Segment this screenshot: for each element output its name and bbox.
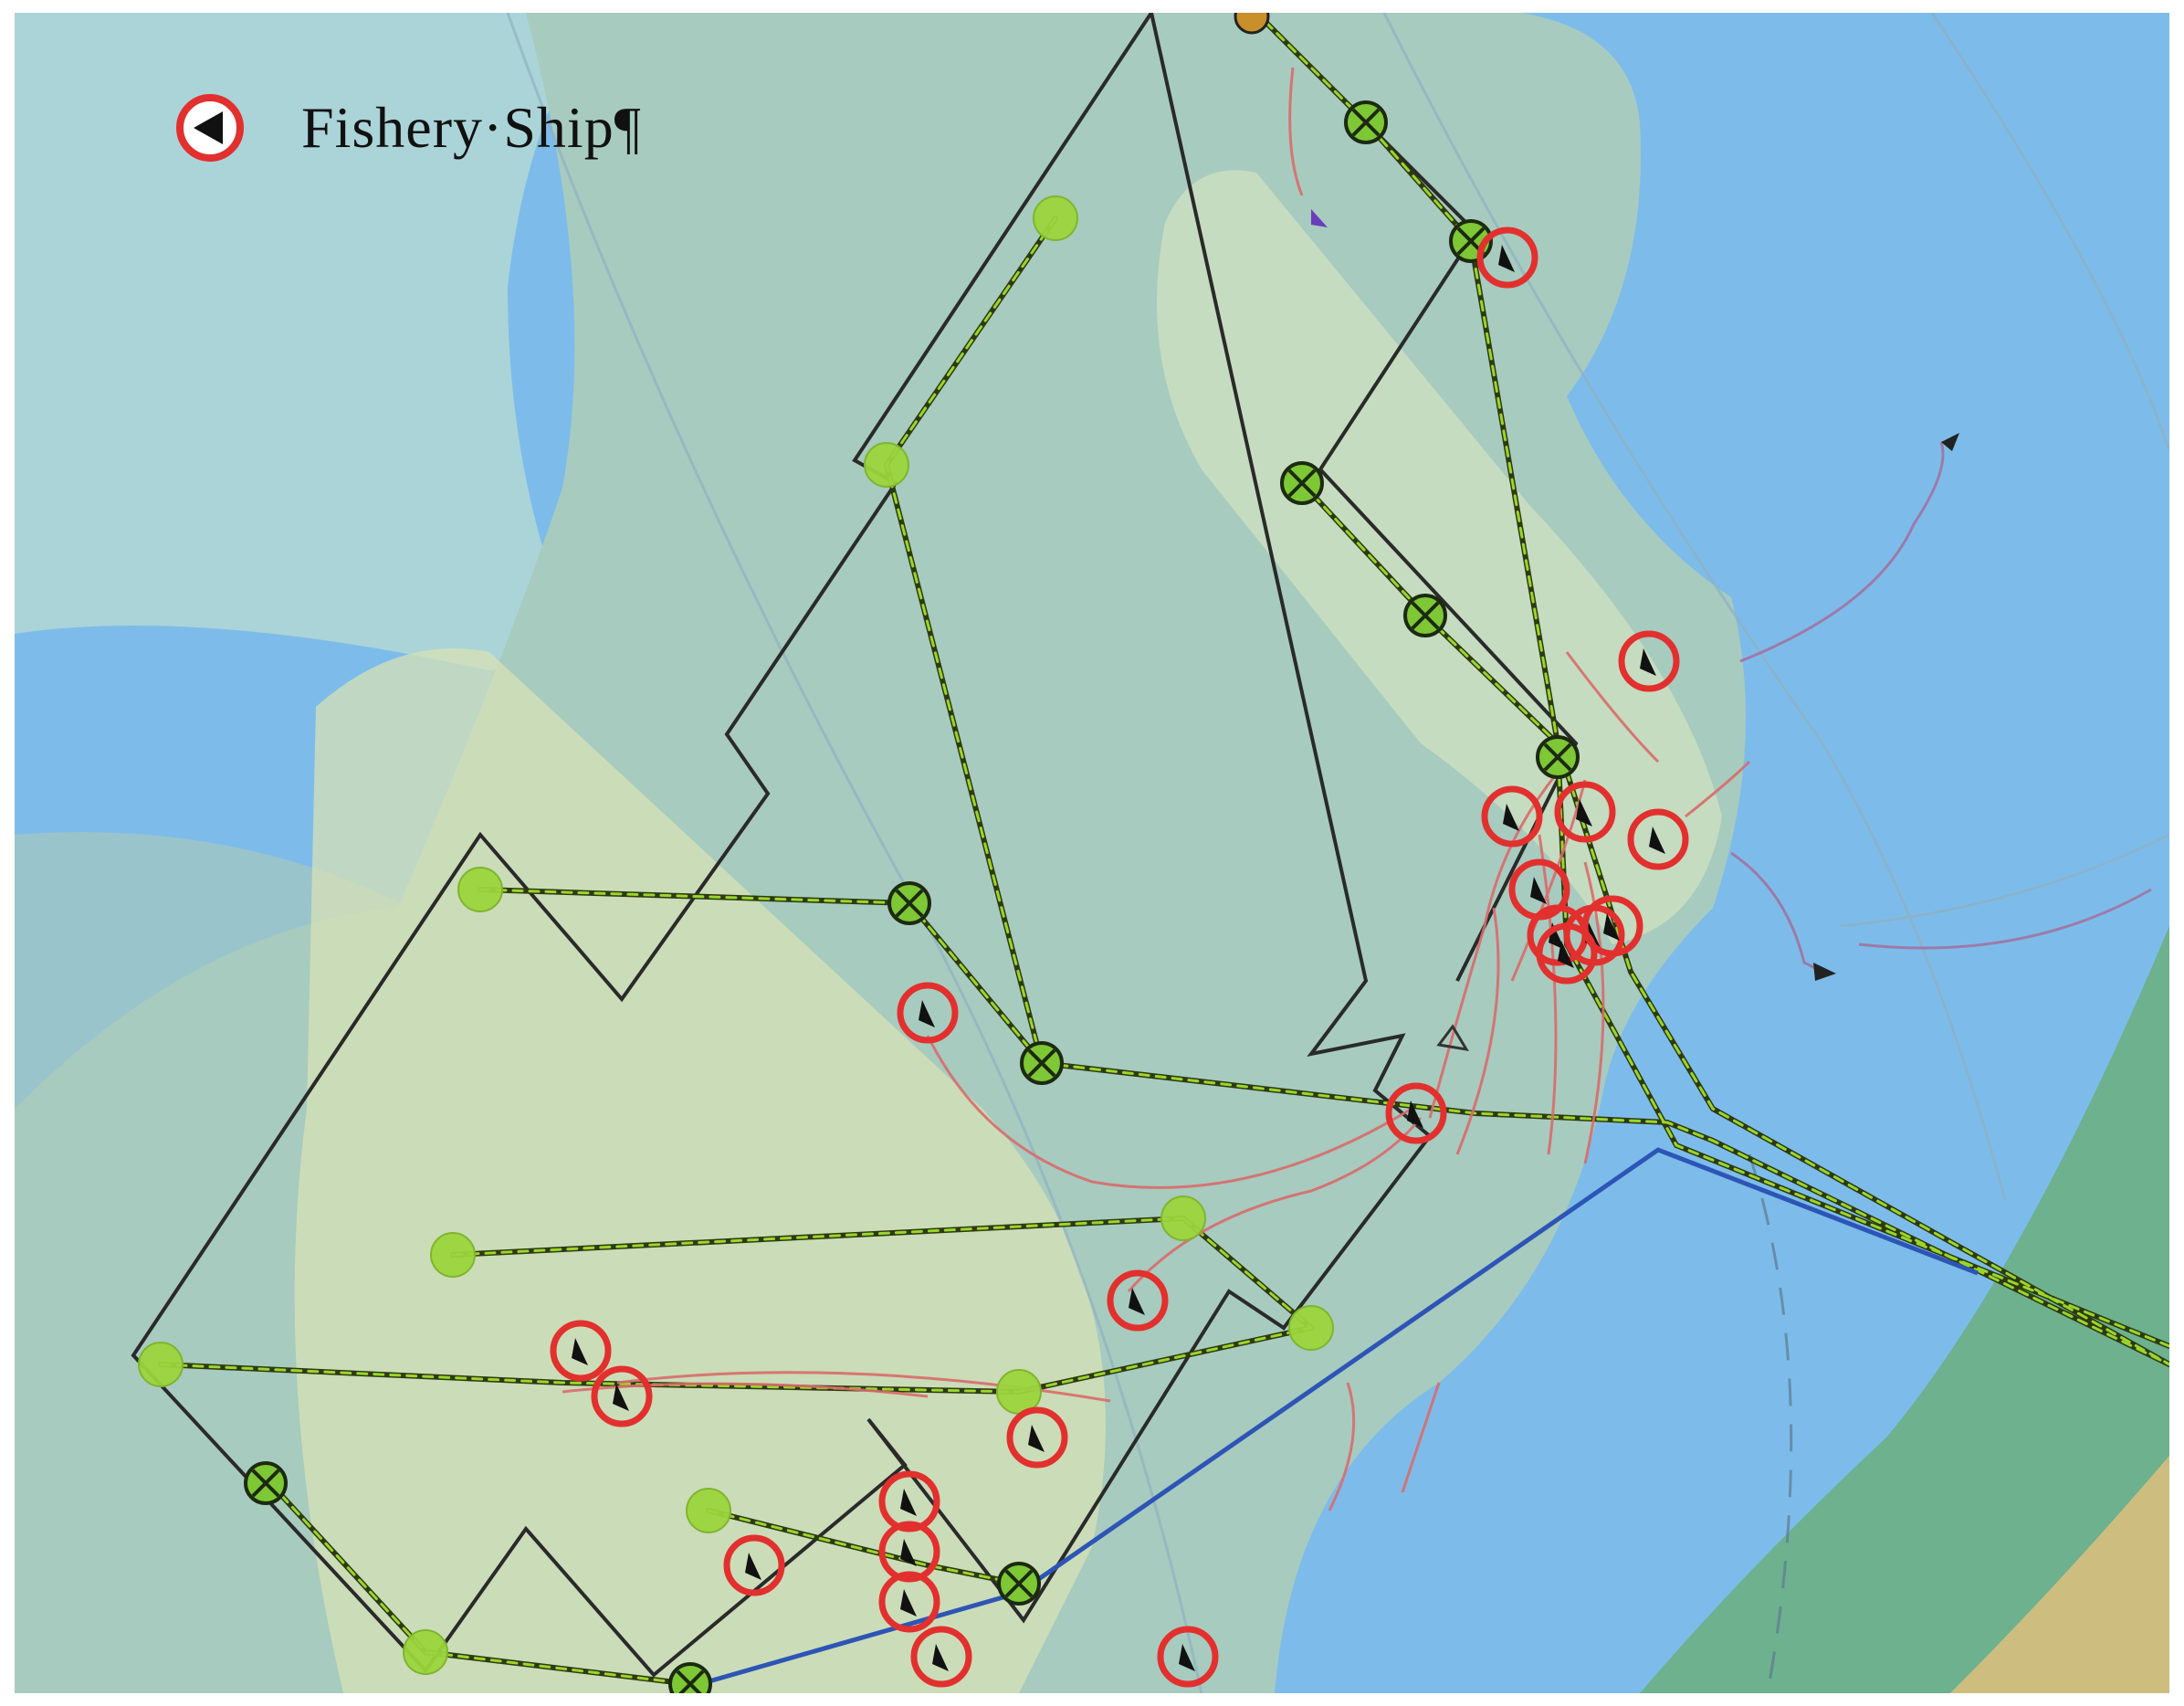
- traffic-lane-line: [698, 1147, 1979, 1687]
- ship-tracks-purple: [1730, 441, 2152, 974]
- fishery-ship-icon: [176, 94, 244, 162]
- map-legend: Fishery·Ship¶: [173, 91, 642, 164]
- vessel-marker: [1311, 209, 1328, 227]
- waypoint-orange: [1234, 13, 1270, 35]
- vessel-marker: [1941, 433, 1959, 451]
- sea-chart[interactable]: [15, 13, 2169, 1693]
- ship-tracks: [562, 67, 1751, 1511]
- shallow-sea-region: [15, 13, 599, 670]
- yellow-zone: [294, 648, 1107, 1693]
- anchorage-area: [1157, 170, 1722, 945]
- vessel-marker: [1813, 963, 1836, 981]
- ship-route-dashed: [158, 19, 2169, 1687]
- buoy-marker: [1436, 1024, 1469, 1052]
- legend-label: Fishery·Ship¶: [301, 95, 642, 160]
- green-band: [1640, 926, 2169, 1693]
- tan-band: [1950, 1456, 2169, 1693]
